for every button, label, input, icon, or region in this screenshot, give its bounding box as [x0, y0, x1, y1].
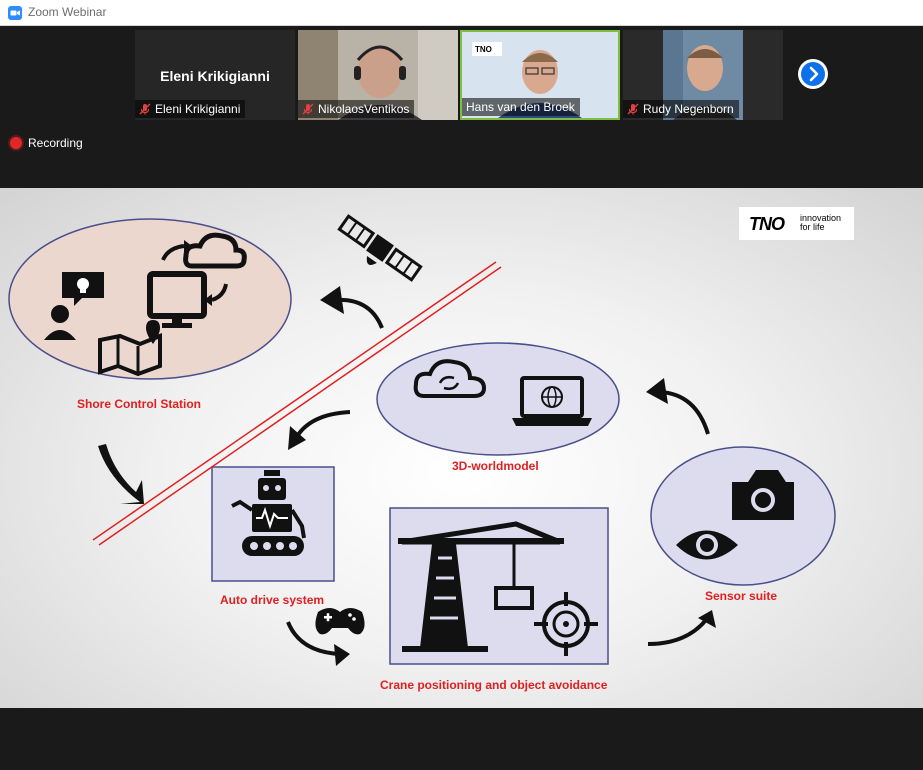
chevron-right-icon	[809, 66, 819, 82]
map-pin-icon	[98, 320, 162, 377]
boundary-line	[92, 261, 497, 541]
participant-name: NikolaosVentikos	[318, 102, 410, 116]
participant-tile-eleni[interactable]: Eleni Krikigianni Eleni Krikigianni	[135, 30, 295, 120]
participant-nameplate: NikolaosVentikos	[298, 100, 415, 118]
crane-icon	[398, 521, 564, 652]
participant-name: Rudy Negenborn	[643, 102, 734, 116]
recording-dot-icon	[10, 137, 22, 149]
arrowhead	[98, 286, 716, 666]
muted-mic-icon	[627, 103, 639, 115]
window-titlebar: Zoom Webinar	[0, 0, 923, 26]
svg-text:TNO: TNO	[475, 45, 492, 54]
sensor-suite-label: Sensor suite	[705, 589, 778, 603]
target-icon	[534, 592, 598, 656]
auto-drive-label: Auto drive system	[220, 593, 325, 607]
cloud-sync-icon	[413, 359, 487, 398]
recording-indicator[interactable]: Recording	[10, 136, 83, 150]
crane-label: Crane positioning and object avoidance	[380, 678, 608, 692]
eye-icon	[676, 530, 738, 560]
boundary-line	[98, 266, 502, 546]
satellite-icon	[337, 214, 423, 282]
worldmodel-label: 3D-worldmodel	[452, 459, 539, 473]
recording-label: Recording	[28, 136, 83, 150]
participant-display-name: Eleni Krikigianni	[160, 68, 270, 84]
participant-nameplate: Eleni Krikigianni	[135, 100, 246, 118]
participant-tile-nikolaos[interactable]: NikolaosVentikos	[298, 30, 458, 120]
participant-name: Eleni Krikigianni	[155, 102, 241, 116]
worldmodel-ellipse	[376, 342, 620, 456]
monitor-sync-icon	[147, 240, 228, 328]
window-title: Zoom Webinar	[28, 5, 107, 19]
participant-gallery: Eleni Krikigianni Eleni Krikigianni	[0, 26, 923, 188]
muted-mic-icon	[302, 103, 314, 115]
slide-graphics	[8, 214, 836, 666]
gallery-next-button[interactable]	[798, 59, 828, 89]
gamepad-icon	[315, 608, 365, 635]
flow-arrow	[286, 297, 710, 656]
participant-nameplate: Hans van den Broek	[462, 98, 580, 116]
participant-tile-hans[interactable]: TNO Hans van den Broek	[460, 30, 620, 120]
laptop-globe-icon	[512, 376, 592, 426]
meeting-background	[0, 708, 923, 770]
cloud-icon	[183, 232, 247, 269]
participant-tile-rudy[interactable]: Rudy Negenborn	[623, 30, 783, 120]
zoom-video-icon	[8, 6, 22, 20]
shore-control-label: Shore Control Station	[77, 397, 201, 411]
participant-nameplate: Rudy Negenborn	[623, 100, 739, 118]
operator-icon	[44, 272, 104, 340]
camera-icon	[732, 470, 794, 520]
robot-icon	[231, 470, 306, 556]
muted-mic-icon	[139, 103, 151, 115]
tno-logo-mark: TNO	[749, 214, 785, 234]
participant-name: Hans van den Broek	[466, 100, 575, 114]
